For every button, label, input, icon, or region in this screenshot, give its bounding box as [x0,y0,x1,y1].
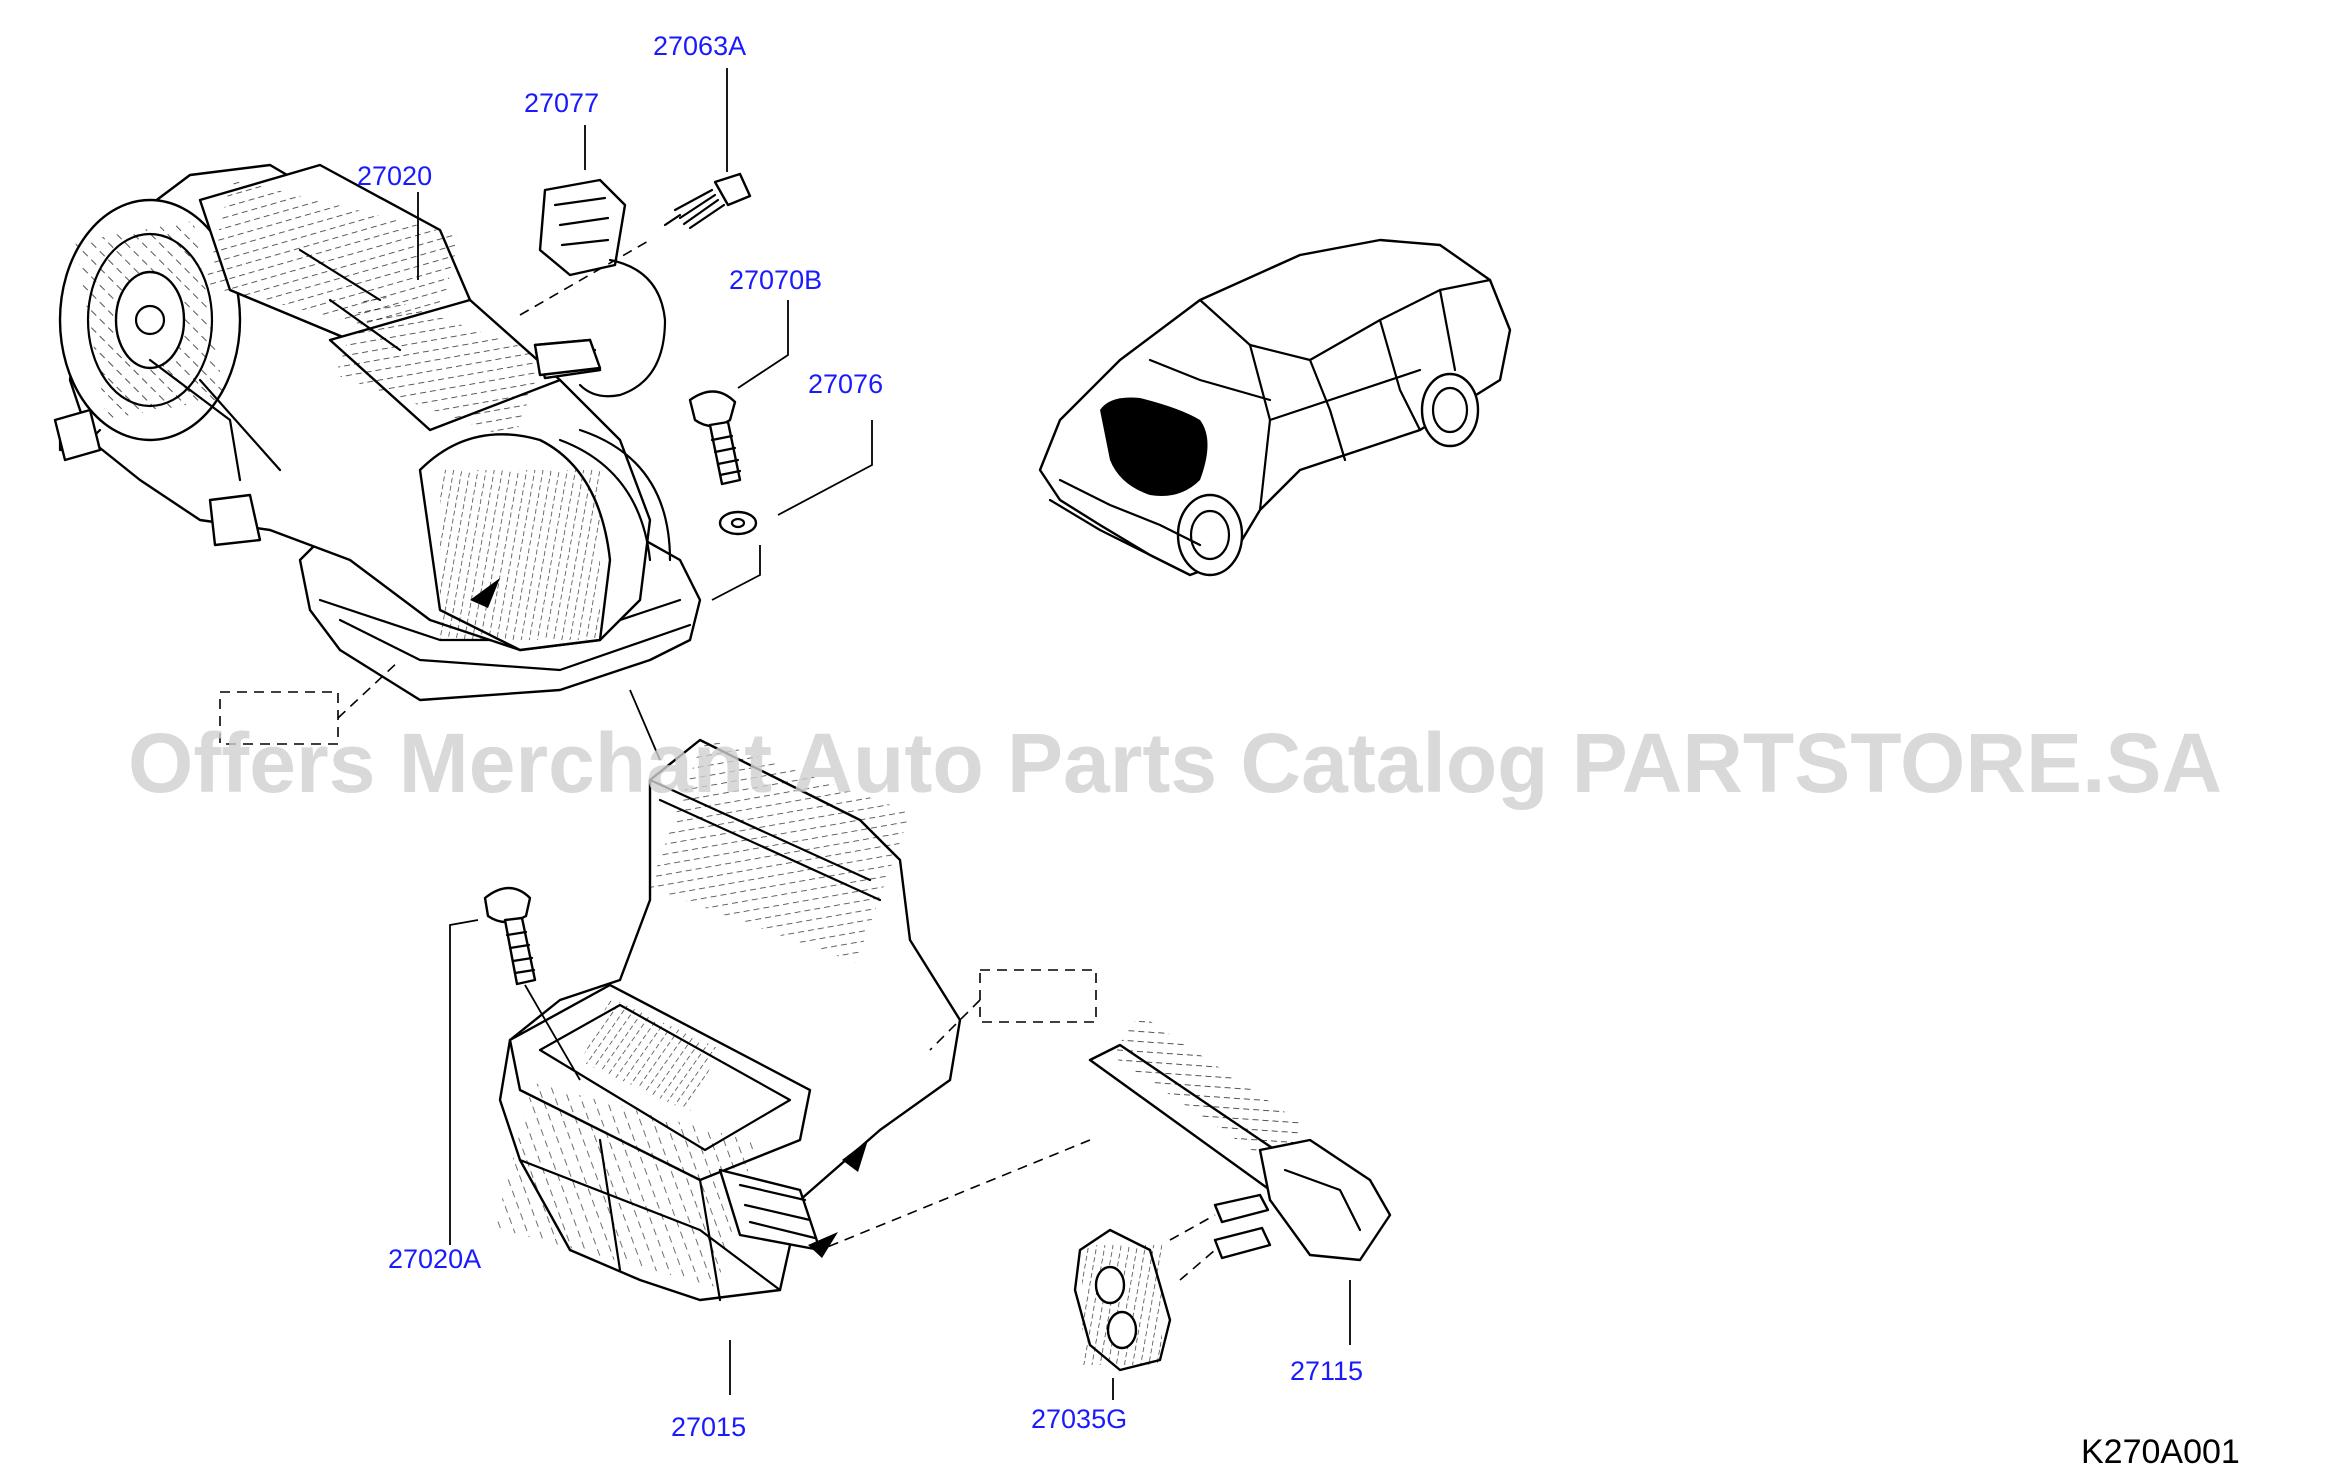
part-label-27015[interactable]: 27015 [671,1412,746,1442]
heater-unit-drawing [494,689,1097,1302]
heater-core-drawing [1088,1013,1392,1281]
part-label-27020a[interactable]: 27020A [388,1244,481,1274]
bolt-27070b-drawing [688,390,742,486]
washer-27076-drawing [718,510,758,536]
part-label-27077[interactable]: 27077 [524,88,599,118]
resistor-drawing [519,178,667,398]
blower-unit-drawing [53,163,702,745]
diagram-code: K270A001 [2081,1433,2240,1471]
part-label-27076[interactable]: 27076 [808,369,883,399]
screw-27063a-drawing [663,172,752,230]
grommet-drawing [1073,1228,1172,1372]
vehicle-locator-drawing [1038,238,1512,577]
part-label-27063a[interactable]: 27063A [653,31,746,61]
part-label-27035g[interactable]: 27035G [1031,1404,1127,1434]
part-label-27070b[interactable]: 27070B [729,265,822,295]
part-label-27115[interactable]: 27115 [1290,1356,1363,1386]
bolt-27020a-drawing [483,886,581,1081]
leader-lines [417,68,1351,1400]
watermark-text: Offers Merchant Auto Parts Catalog PARTS… [128,716,2222,810]
part-label-27020[interactable]: 27020 [357,161,432,191]
